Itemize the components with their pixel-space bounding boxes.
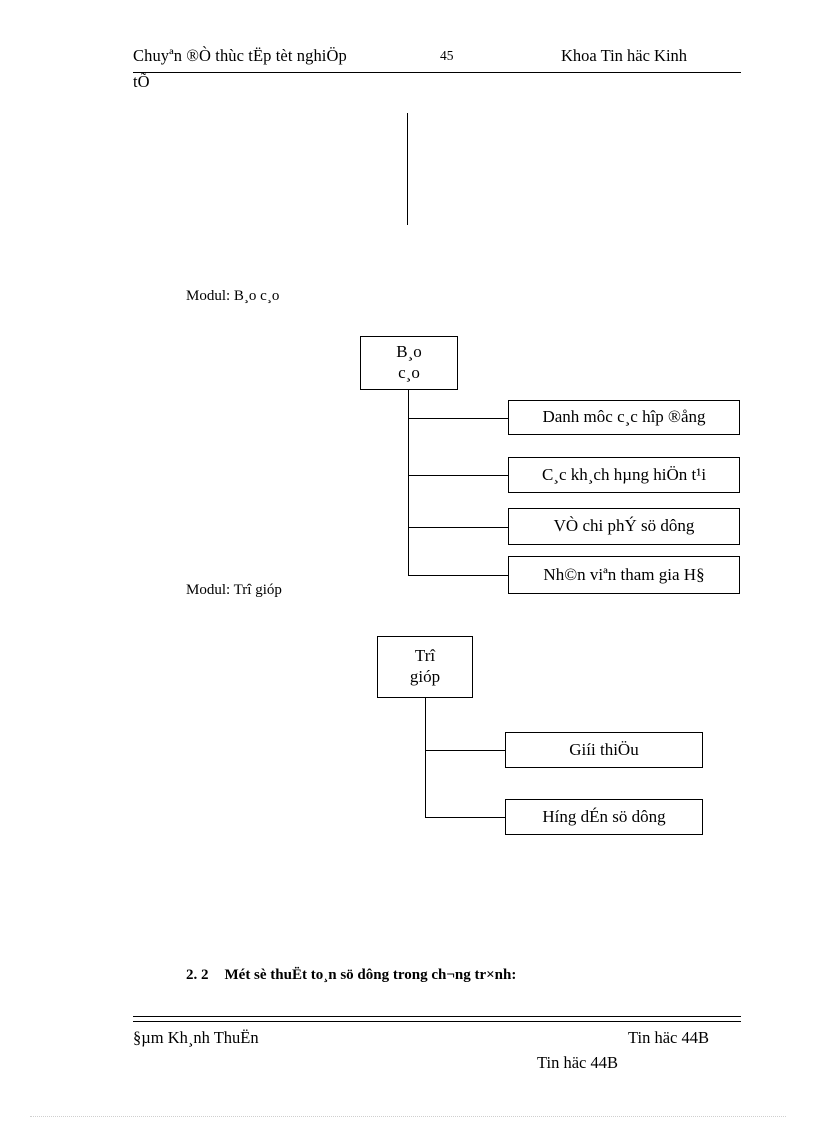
help-child-node-1: Giíi thiÖu <box>505 732 703 768</box>
report-root-line1: B¸o <box>396 342 422 362</box>
page-header: Chuyªn ®Ò thùc tËp tèt nghiÖp 45 Khoa Ti… <box>133 46 741 91</box>
section-title: Mét sè thuËt to¸n sö dông trong ch­¬ng t… <box>224 967 517 983</box>
header-divider-rule <box>133 72 741 73</box>
help-tree-trunk <box>425 698 426 817</box>
section-number: 2. 2 <box>186 967 209 983</box>
caption-module-help: Modul: Trî gióp <box>186 582 282 598</box>
footer-divider-rule-top <box>133 1016 741 1017</box>
footer-author: §µm Kh¸nh ThuËn <box>133 1028 259 1047</box>
header-left-text: Chuyªn ®Ò thùc tËp tèt nghiÖp <box>133 46 347 65</box>
report-tree-trunk <box>408 390 409 575</box>
header-row: Chuyªn ®Ò thùc tËp tèt nghiÖp 45 Khoa Ti… <box>133 46 741 91</box>
header-page-number: 45 <box>440 48 454 63</box>
header-wrapped-text: tÕ <box>133 72 150 91</box>
section-heading: 2. 2 Mét sè thuËt to¸n sö dông trong ch­¬… <box>186 967 516 984</box>
report-root-node: B¸o c¸o <box>360 336 458 390</box>
report-child-node-3: VÒ chi phÝ sö dông <box>508 508 740 545</box>
help-tree-branch-1 <box>425 750 505 751</box>
report-child-node-4: Nh©n viªn tham gia H§ <box>508 556 740 594</box>
help-child-node-2: Híng dÉn sö dông <box>505 799 703 835</box>
report-tree-branch-3 <box>408 527 508 528</box>
help-root-line2: gióp <box>409 667 441 686</box>
report-child-node-1: Danh môc c¸c hîp ®ång <box>508 400 740 435</box>
report-tree-branch-2 <box>408 475 508 476</box>
report-tree-branch-4 <box>408 575 508 576</box>
report-child-node-2: C¸c kh¸ch hµng hiÖn t¹i <box>508 457 740 493</box>
scan-bottom-edge <box>30 1116 786 1117</box>
footer-class-second-line: Tin häc 44B <box>537 1053 618 1072</box>
caption-module-report: Modul: B¸o c¸o <box>186 288 280 304</box>
help-root-node: Trî gióp <box>377 636 473 698</box>
help-root-line1: Trî <box>414 646 436 666</box>
footer-divider-rule-bottom <box>133 1021 741 1022</box>
report-tree-branch-1 <box>408 418 508 419</box>
report-root-line2: c¸o <box>398 363 420 382</box>
help-tree-branch-2 <box>425 817 505 818</box>
footer-class-right: Tin häc 44B <box>628 1028 709 1047</box>
stray-vertical-rule <box>407 113 408 225</box>
header-right-text: Khoa Tin häc Kinh <box>561 46 688 65</box>
